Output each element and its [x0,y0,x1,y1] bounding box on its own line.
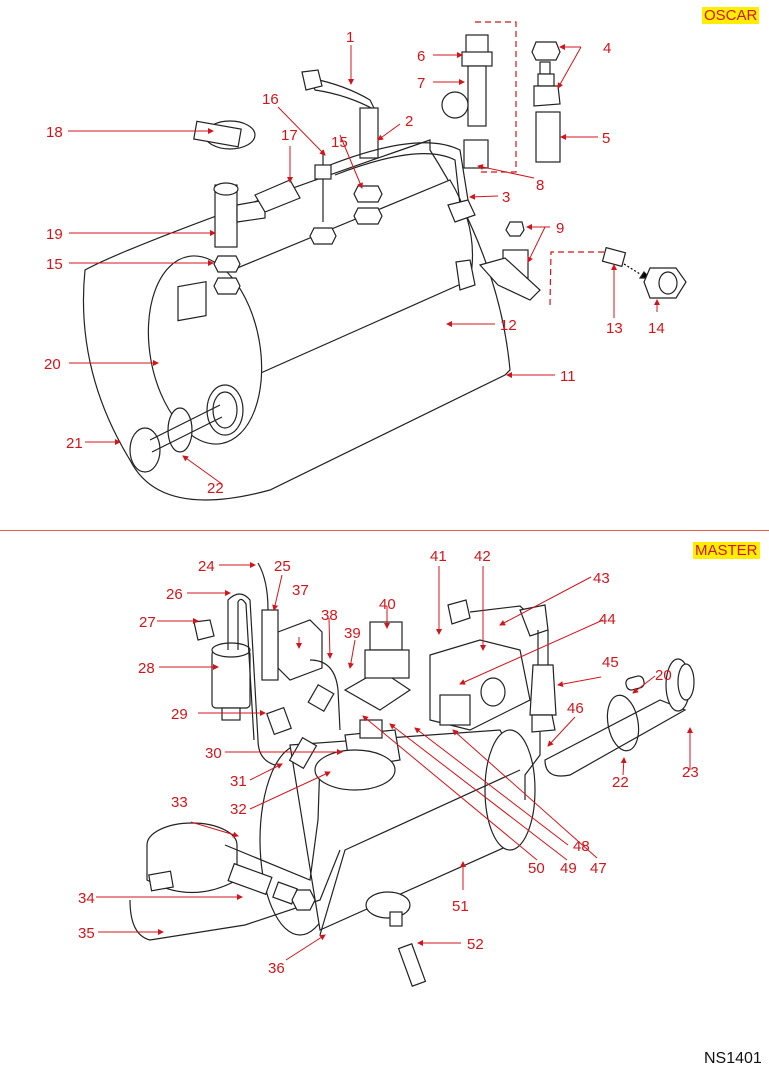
callout-labels: 1 2 3 4 5 6 7 8 9 11 12 13 14 15 15 16 1… [44,29,699,977]
callout-13: 13 [606,320,623,337]
callout-26: 26 [166,586,183,603]
callout-25: 25 [274,558,291,575]
callout-9: 9 [556,220,564,237]
master-artwork [129,562,695,987]
callout-34: 34 [78,890,95,907]
callout-42: 42 [474,548,491,565]
callout-36: 36 [268,960,285,977]
callout-32: 32 [230,801,247,818]
callout-44: 44 [599,611,616,628]
callout-33: 33 [171,794,188,811]
callout-16: 16 [262,91,279,108]
callout-12: 12 [500,317,517,334]
callout-41: 41 [430,548,447,565]
callout-39: 39 [344,625,361,642]
callout-22-oscar: 22 [207,480,224,497]
reference-code: NS1401 [704,1050,762,1067]
callout-5: 5 [602,130,610,147]
callout-4: 4 [603,40,611,57]
section-divider [0,530,769,531]
callout-45: 45 [602,654,619,671]
callout-37: 37 [292,582,309,599]
callout-30: 30 [205,745,222,762]
callout-29: 29 [171,706,188,723]
callout-47: 47 [590,860,607,877]
model-badge-oscar: OSCAR [702,7,760,24]
callout-48: 48 [573,838,590,855]
callout-15-top: 15 [331,134,348,151]
callout-40: 40 [379,596,396,613]
callout-52: 52 [467,936,484,953]
callout-7: 7 [417,75,425,92]
callout-43: 43 [593,570,610,587]
callout-46: 46 [567,700,584,717]
callout-28: 28 [138,660,155,677]
callout-38: 38 [321,607,338,624]
callout-50: 50 [528,860,545,877]
callout-35: 35 [78,925,95,942]
callout-6: 6 [417,48,425,65]
callout-18: 18 [46,124,63,141]
callout-20-master: 20 [655,667,672,684]
callout-1: 1 [346,29,354,46]
callout-27: 27 [139,614,156,631]
model-badge-master: MASTER [693,542,760,559]
callout-2: 2 [405,113,413,130]
callout-19: 19 [46,226,63,243]
leader-lines [68,44,693,961]
callout-31: 31 [230,773,247,790]
callout-21: 21 [66,435,83,452]
callout-17: 17 [281,127,298,144]
oscar-artwork [82,21,687,501]
callout-24: 24 [198,558,215,575]
callout-51: 51 [452,898,469,915]
callout-8: 8 [536,177,544,194]
callout-49: 49 [560,860,577,877]
callout-22-master: 22 [612,774,629,791]
callout-23: 23 [682,764,699,781]
callout-14: 14 [648,320,665,337]
callout-3: 3 [502,189,510,206]
callout-15-left: 15 [46,256,63,273]
callout-20-oscar: 20 [44,356,61,373]
callout-11: 11 [560,368,576,385]
